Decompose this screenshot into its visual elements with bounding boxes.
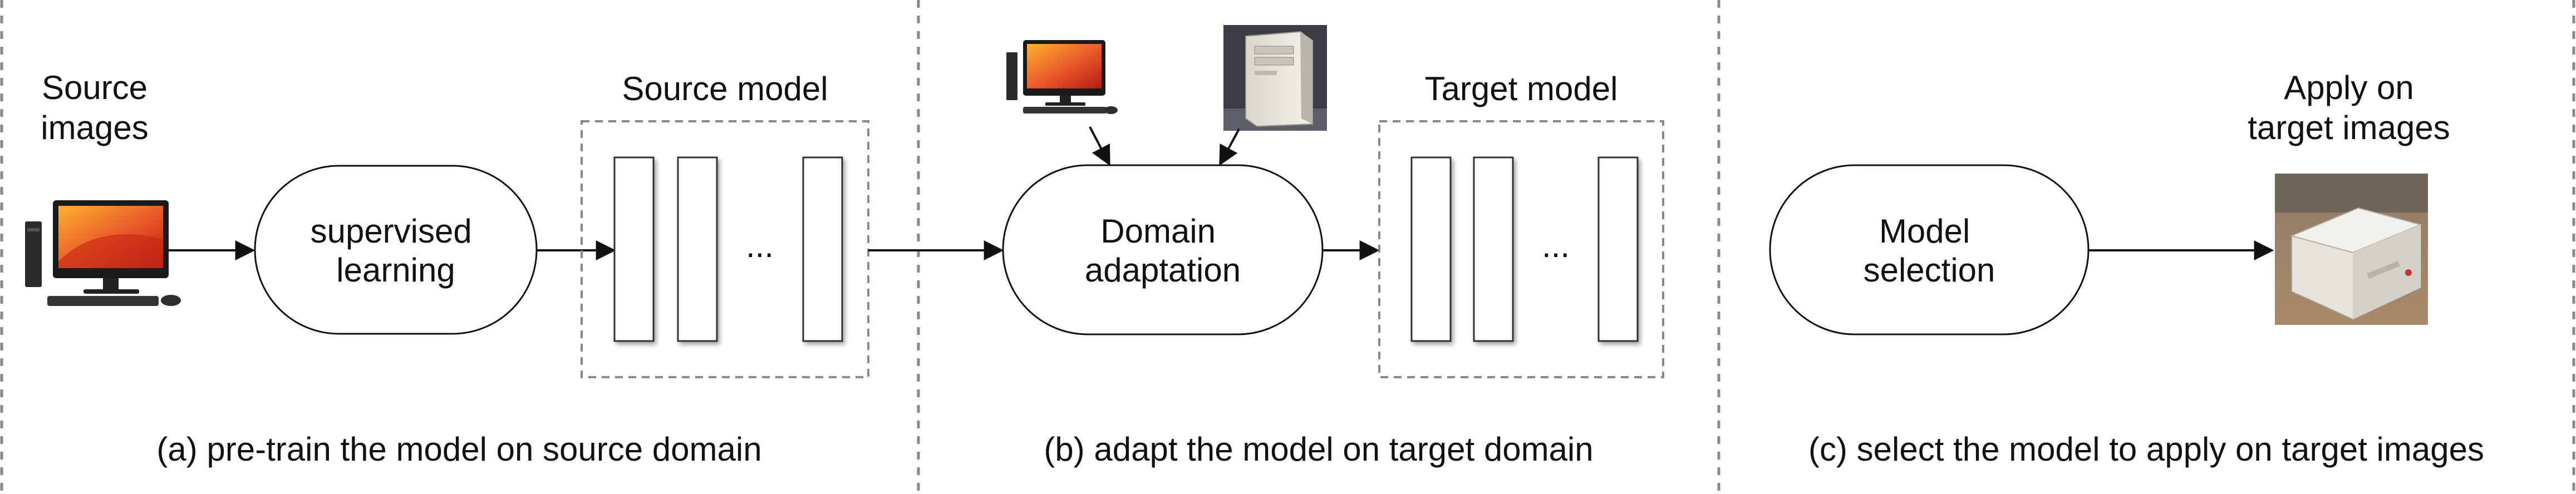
- model-selection-label-2: selection: [1864, 251, 1995, 289]
- source-model-label: Source model: [622, 70, 828, 107]
- arrow-desktop-to-adaptation: [1089, 126, 1110, 166]
- target-model-layers: [1410, 156, 1639, 342]
- target-model-box: [1378, 120, 1664, 378]
- layer-n: [802, 156, 843, 342]
- domain-adaptation-label-1: Domain: [1100, 213, 1216, 250]
- caption-a: (a) pre-train the model on source domain: [156, 431, 762, 468]
- model-selection-node: [1769, 164, 2090, 335]
- source-model-ellipsis: ...: [746, 227, 774, 264]
- source-model-layers: [613, 156, 843, 342]
- layer-n: [1597, 156, 1639, 342]
- supervised-learning-label-2: learning: [336, 251, 455, 289]
- caption-b: (b) adapt the model on target domain: [1044, 431, 1594, 468]
- source-images-label: Source images: [41, 69, 149, 146]
- supervised-learning-label-1: supervised: [311, 213, 472, 250]
- model-selection-label-1: Model: [1879, 213, 1970, 250]
- beige-pc-photo: [2275, 174, 2428, 325]
- layer-1: [1410, 156, 1452, 342]
- domain-adaptation-label-2: adaptation: [1085, 251, 1241, 289]
- layer-1: [613, 156, 655, 342]
- svg-text:Model selection: Model selection: [1864, 213, 1995, 289]
- layer-2: [1473, 156, 1514, 342]
- arrow-tower-to-adaptation: [1219, 129, 1240, 166]
- caption-c: (c) select the model to apply on target …: [1808, 431, 2484, 468]
- layer-2: [677, 156, 718, 342]
- svg-text:supervised learning: supervised learning: [311, 213, 481, 289]
- supervised-learning-node: [254, 165, 538, 335]
- apply-on-target-images-label: Apply on target images: [2248, 69, 2450, 146]
- domain-adaptation-node: [1002, 164, 1324, 335]
- small-desktop-computer-icon: [1006, 40, 1118, 114]
- target-model-label: Target model: [1424, 70, 1618, 107]
- pc-tower-photo: [1223, 25, 1327, 131]
- target-model-ellipsis: ...: [1542, 227, 1570, 264]
- desktop-computer-icon: [25, 200, 181, 306]
- svg-text:Domain adaptation: Domain adaptation: [1085, 213, 1241, 289]
